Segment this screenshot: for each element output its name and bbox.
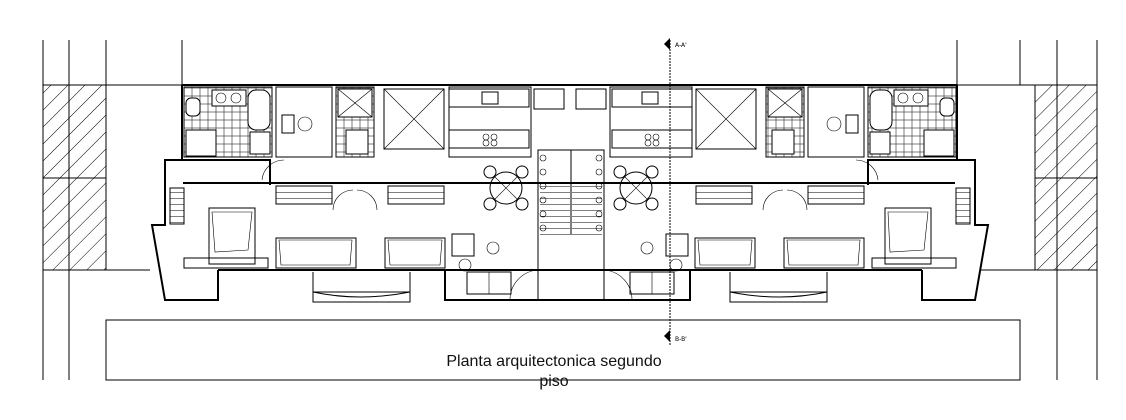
central-stair [509,149,633,301]
living-furniture [451,233,689,295]
right-bedrooms [694,159,971,269]
hatched-side-panels [42,84,1098,271]
plan-caption: Planta arquitectonica segundo piso [404,352,704,392]
dining-tables [483,165,659,211]
left-shaft [383,88,445,150]
right-bathrooms [765,86,957,158]
right-kitchen [575,86,693,158]
section-cut-line [664,38,671,345]
left-kitchen [448,86,565,158]
section-mark-bottom: B-B' [675,336,687,343]
caption-line-2: piso [539,373,569,390]
left-bedrooms [169,159,446,269]
caption-line-1: Planta arquitectonica segundo [446,353,662,370]
balconies [151,224,989,303]
right-shaft [695,88,757,150]
section-mark-top: A-A' [675,42,687,49]
left-bathrooms [183,86,375,158]
